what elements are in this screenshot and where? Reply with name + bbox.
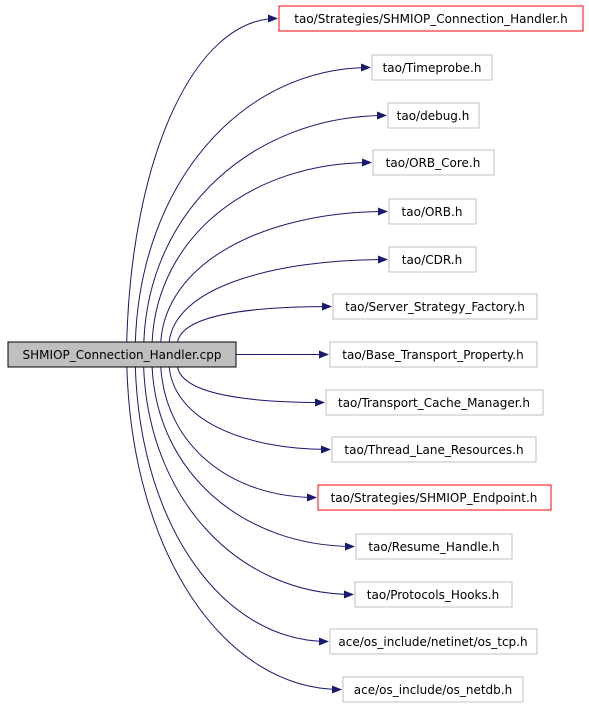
include-edge (168, 366, 331, 454)
root-node-box (7, 341, 237, 368)
include-node-label: tao/debug.h (397, 109, 470, 123)
include-node-box (372, 149, 495, 176)
include-node-box (387, 102, 480, 129)
include-node-box (388, 198, 477, 225)
include-node-label: ace/os_include/os_netdb.h (354, 683, 512, 697)
include-node-label: tao/Strategies/SHMIOP_Connection_Handler… (294, 12, 567, 26)
include-edge (177, 366, 325, 407)
include-node-label: tao/Transport_Cache_Manager.h (338, 396, 530, 410)
include-node-box (325, 389, 544, 416)
include-edge (134, 366, 329, 646)
root-node-shmiop-connection-handler-cpp[interactable]: SHMIOP_Connection_Handler.cpp (7, 341, 237, 368)
include-node-label: tao/Timeprobe.h (383, 61, 482, 75)
include-node-label: tao/Strategies/SHMIOP_Endpoint.h (331, 491, 538, 505)
include-node-resume-handle-h[interactable]: tao/Resume_Handle.h (355, 533, 513, 560)
include-node-os-netdb-h[interactable]: ace/os_include/os_netdb.h (342, 676, 524, 703)
include-node-base-transport-property-h[interactable]: tao/Base_Transport_Property.h (329, 341, 538, 368)
include-node-shmiop-endpoint-h[interactable]: tao/Strategies/SHMIOP_Endpoint.h (317, 484, 552, 511)
include-node-box (329, 341, 538, 368)
include-node-box (388, 246, 477, 273)
include-node-box (342, 676, 524, 703)
include-node-label: tao/ORB.h (402, 205, 463, 219)
include-node-box (331, 436, 537, 463)
include-node-label: tao/Server_Strategy_Factory.h (345, 300, 525, 314)
include-edge (151, 158, 372, 343)
include-node-label: tao/Base_Transport_Property.h (342, 348, 523, 362)
include-node-label: tao/CDR.h (402, 253, 462, 267)
include-node-label: tao/Resume_Handle.h (368, 540, 499, 554)
include-node-os-tcp-h[interactable]: ace/os_include/netinet/os_tcp.h (329, 628, 538, 655)
include-node-box (354, 581, 513, 608)
include-node-label: tao/Thread_Lane_Resources.h (344, 443, 523, 457)
include-edge (143, 111, 387, 343)
include-node-protocols-hooks-h[interactable]: tao/Protocols_Hooks.h (354, 581, 513, 608)
include-node-server-strategy-factory-h[interactable]: tao/Server_Strategy_Factory.h (332, 293, 538, 320)
include-node-cdr-h[interactable]: tao/CDR.h (388, 246, 477, 273)
include-edge (160, 207, 388, 343)
include-node-box (371, 54, 493, 81)
include-node-box (355, 533, 513, 560)
include-edge (160, 366, 317, 502)
include-nodes-layer: tao/Strategies/SHMIOP_Connection_Handler… (278, 5, 584, 703)
include-node-timeprobe-h[interactable]: tao/Timeprobe.h (371, 54, 493, 81)
include-node-orb-core-h[interactable]: tao/ORB_Core.h (372, 149, 495, 176)
root-node-label: SHMIOP_Connection_Handler.cpp (23, 348, 222, 362)
include-node-box (278, 5, 584, 32)
include-node-box (317, 484, 552, 511)
include-edge (126, 366, 342, 694)
include-node-transport-cache-manager-h[interactable]: tao/Transport_Cache_Manager.h (325, 389, 544, 416)
include-node-orb-h[interactable]: tao/ORB.h (388, 198, 477, 225)
include-edge (151, 366, 355, 551)
include-edge (143, 366, 354, 599)
include-node-label: tao/ORB_Core.h (386, 156, 481, 170)
include-node-thread-lane-resources-h[interactable]: tao/Thread_Lane_Resources.h (331, 436, 537, 463)
include-edge (134, 63, 371, 343)
include-node-box (329, 628, 538, 655)
include-edge (126, 14, 278, 343)
include-edge (177, 302, 332, 343)
include-node-label: tao/Protocols_Hooks.h (367, 588, 499, 602)
edges-layer (126, 14, 388, 694)
include-node-shmiop-connection-handler-h[interactable]: tao/Strategies/SHMIOP_Connection_Handler… (278, 5, 584, 32)
include-node-box (332, 293, 538, 320)
include-edge (168, 255, 388, 343)
include-node-label: ace/os_include/netinet/os_tcp.h (338, 635, 527, 649)
include-node-debug-h[interactable]: tao/debug.h (387, 102, 480, 129)
